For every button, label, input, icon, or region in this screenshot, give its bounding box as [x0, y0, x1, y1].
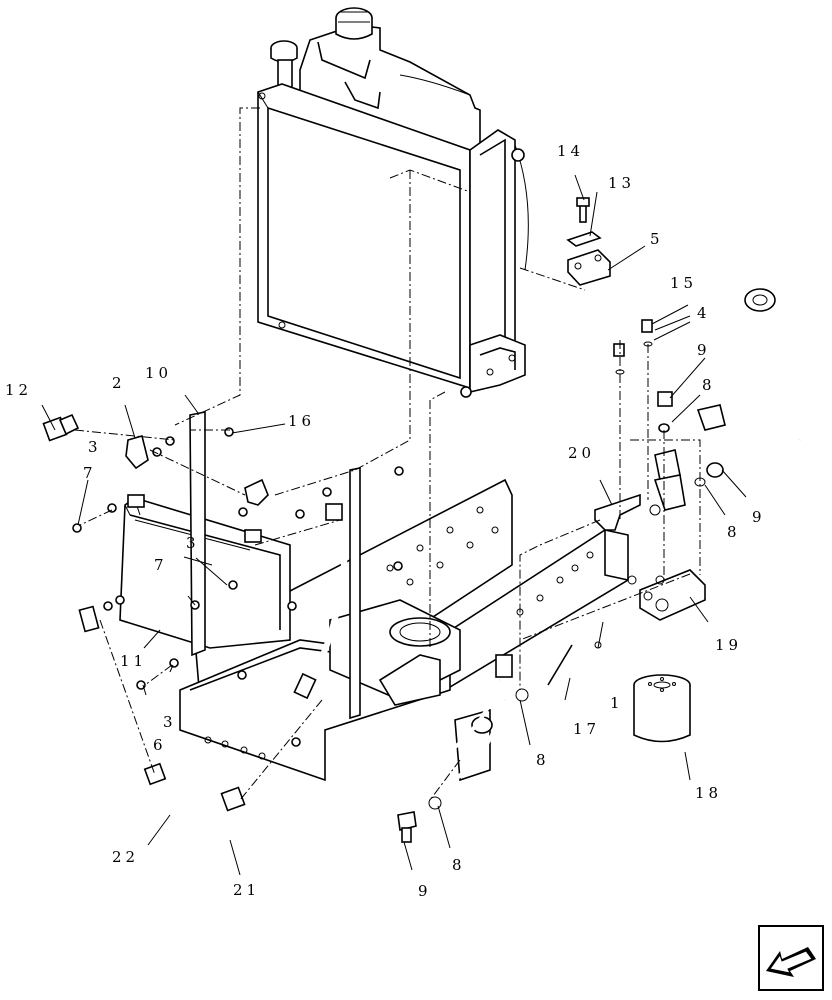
callout-13: 13 [608, 174, 635, 192]
callout-4: 4 [697, 304, 711, 322]
callout-8-bottom-center: 8 [536, 751, 550, 769]
arrow-left-icon [766, 947, 816, 977]
callout-3-bottom: 3 [163, 713, 177, 731]
oil-cooler [119, 411, 361, 720]
previous-page-arrow-button[interactable] [758, 925, 824, 991]
callout-2: 2 [112, 374, 126, 392]
callout-16: 16 [288, 412, 315, 430]
cross-plate-holes [204, 736, 266, 760]
callout-21: 21 [233, 881, 260, 899]
callout-labels: 1 3 3 3 4 5 6 7 7 8 8 8 8 9 9 9 2 10 11 … [5, 142, 766, 900]
callout-9-upper-right: 9 [697, 341, 711, 359]
callout-10: 10 [145, 364, 172, 382]
radiator-assembly [257, 7, 529, 398]
callout-5: 5 [650, 230, 664, 248]
callout-8-right: 8 [727, 523, 741, 541]
callout-9-bottom: 9 [418, 882, 432, 900]
callout-14: 14 [557, 142, 584, 160]
callout-8-upper-right: 8 [702, 376, 716, 394]
callout-22: 22 [112, 848, 139, 866]
callout-12: 12 [5, 381, 32, 399]
callout-20: 20 [568, 444, 595, 462]
callout-3-top: 3 [88, 438, 102, 456]
callout-1: 1 [610, 694, 624, 712]
callout-7-middle: 7 [154, 556, 168, 574]
hoses [42, 288, 813, 843]
frame-holes [386, 506, 594, 616]
callout-19: 19 [715, 636, 742, 654]
callout-8-bottom-left: 8 [452, 856, 466, 874]
callout-9-right: 9 [752, 508, 766, 526]
callout-3-middle: 3 [186, 534, 200, 552]
callout-17: 17 [573, 720, 600, 738]
assembly-centerlines [74, 107, 701, 801]
callout-15: 15 [670, 274, 697, 292]
leader-lines [41, 174, 747, 876]
callout-11: 11 [120, 652, 147, 670]
callout-7-top: 7 [83, 464, 97, 482]
callout-18: 18 [695, 784, 722, 802]
callout-6: 6 [153, 736, 167, 754]
